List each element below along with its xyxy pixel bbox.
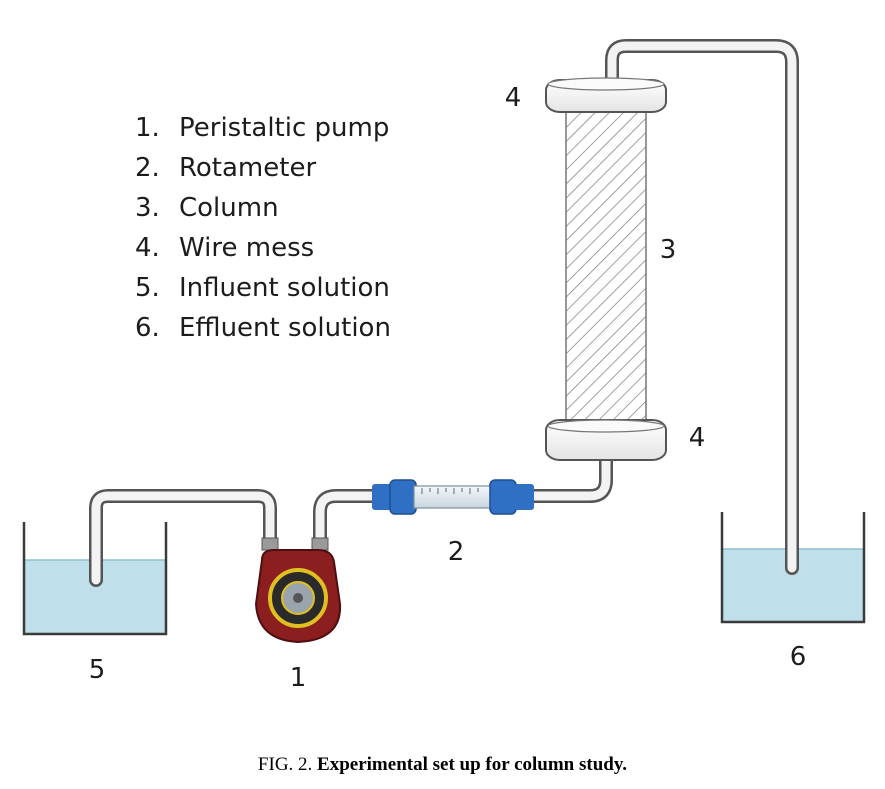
caption-text: Experimental set up for column study.: [317, 754, 628, 775]
tube-influent-to-pump: [89, 489, 277, 587]
wire-mesh-bottom: [545, 419, 667, 461]
legend-text: Column: [179, 193, 279, 223]
figure-caption: FIG. 2. Experimental set up for column s…: [0, 754, 885, 776]
legend-item-pump: 1. Peristaltic pump: [135, 108, 391, 148]
caption-prefix: FIG. 2.: [257, 754, 313, 775]
column: [565, 111, 647, 425]
legend-item-influent: 5. Influent solution: [135, 268, 391, 308]
label-column: 3: [660, 235, 677, 265]
label-influent: 5: [89, 655, 106, 685]
legend-text: Influent solution: [179, 273, 390, 303]
legend-number: 4.: [135, 233, 160, 263]
legend-text: Effluent solution: [179, 313, 391, 343]
label-rotameter: 2: [448, 537, 465, 567]
legend-item-wire-mesh: 4. Wire mess: [135, 228, 391, 268]
rotameter-scale: [421, 488, 479, 494]
wire-mesh-top: [545, 77, 667, 113]
tube-column-to-effluent: [605, 39, 799, 575]
tube-rotameter-to-column: [525, 453, 613, 503]
legend-number: 6.: [135, 313, 160, 343]
legend-text: Rotameter: [179, 153, 317, 183]
label-effluent: 6: [790, 642, 807, 672]
peristaltic-pump: [254, 537, 342, 644]
legend-text: Wire mess: [179, 233, 315, 263]
rotameter: [372, 479, 534, 515]
label-pump: 1: [290, 663, 307, 693]
legend-number: 5.: [135, 273, 160, 303]
legend-item-column: 3. Column: [135, 188, 391, 228]
legend-number: 3.: [135, 193, 160, 223]
legend-item-effluent: 6. Effluent solution: [135, 308, 391, 348]
legend-number: 2.: [135, 153, 160, 183]
legend-item-rotameter: 2. Rotameter: [135, 148, 391, 188]
component-legend: 1.Peristaltic pump 2.Rotameter 3.Column …: [135, 108, 391, 348]
legend-number: 1.: [135, 113, 160, 143]
tube-pump-to-rotameter: [313, 489, 379, 547]
legend-text: Peristaltic pump: [179, 113, 390, 143]
label-wire-mesh-top: 4: [505, 83, 522, 113]
label-wire-mesh-bottom: 4: [689, 423, 706, 453]
